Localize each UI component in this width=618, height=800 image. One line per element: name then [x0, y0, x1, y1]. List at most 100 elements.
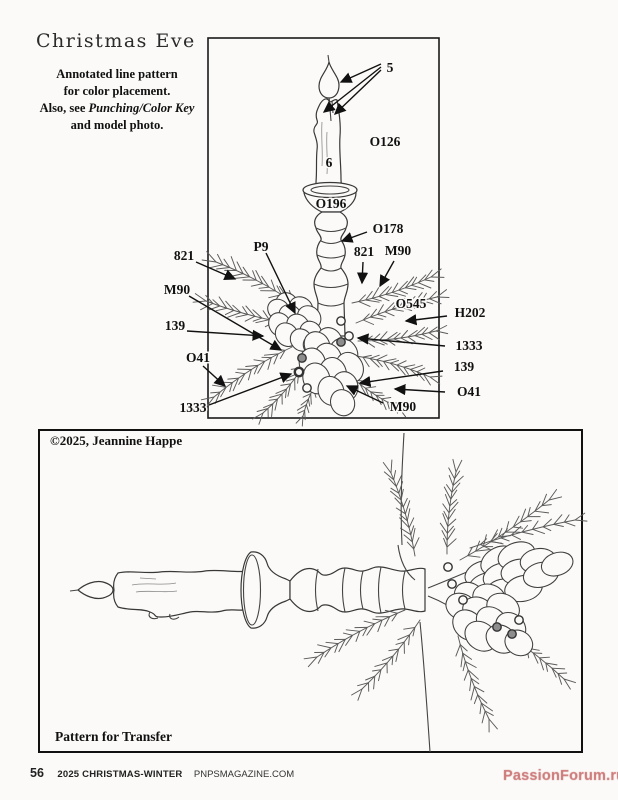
pine-needle	[384, 616, 391, 627]
pine-needle	[383, 471, 395, 481]
pine-needle	[363, 620, 376, 625]
pine-needle	[454, 470, 461, 480]
berry-icon	[492, 622, 502, 632]
pine-needle	[389, 362, 400, 372]
pine-needle	[455, 459, 463, 473]
pine-needle	[500, 528, 508, 539]
pine-needle	[305, 404, 310, 414]
pine-needle	[270, 279, 276, 292]
pine-needle	[235, 371, 246, 375]
pine-needle	[396, 364, 406, 376]
pine-needle	[444, 494, 451, 507]
pine-needle	[364, 387, 369, 396]
pine-needle	[449, 499, 458, 507]
pine-needle	[479, 702, 482, 715]
pine-needle	[443, 486, 452, 500]
pine-needle	[223, 258, 231, 268]
pine-needle	[541, 493, 547, 507]
pine-needle	[388, 478, 397, 487]
pine-needle	[398, 481, 404, 494]
pine-needle	[304, 409, 306, 421]
annotated-pattern-diagram: 5 O126 6 O196 O178 P9 821 M90 821 M90 13…	[162, 37, 487, 427]
pine-needle	[398, 407, 411, 411]
pine-needle	[490, 540, 504, 545]
pine-needle	[225, 300, 235, 311]
pine-needle	[447, 508, 456, 521]
pine-needle	[532, 652, 539, 664]
label-h202: H202	[455, 305, 486, 320]
pine-needle	[364, 386, 377, 389]
pine-needle	[548, 496, 563, 501]
pine-needle	[235, 314, 249, 318]
pine-needle	[256, 408, 269, 412]
pine-needle	[408, 634, 411, 646]
berry-icon	[344, 331, 354, 341]
pine-needle	[563, 678, 571, 690]
pine-needle	[385, 294, 399, 297]
pine-needle	[232, 304, 242, 313]
pine-needle	[428, 332, 440, 341]
pine-needle	[443, 510, 449, 521]
pine-needle	[362, 313, 370, 321]
pine-needle	[200, 396, 215, 401]
pine-needle	[374, 662, 388, 667]
pine-needle	[301, 415, 304, 427]
pine-needle	[280, 383, 292, 386]
pine-needle	[317, 651, 325, 664]
pine-needle	[355, 630, 361, 642]
pine-needle	[215, 307, 228, 312]
pine-needle	[553, 523, 564, 527]
pine-needle	[479, 544, 491, 550]
pine-needle	[459, 644, 468, 652]
pine-needle	[366, 623, 376, 636]
pine-needle	[395, 648, 400, 662]
arrow-5-drip-center	[333, 69, 382, 115]
pine-needle	[334, 643, 339, 653]
page-footer: 56 2025 CHRISTMAS-WINTER PNPSMAGAZINE.CO…	[30, 764, 294, 782]
pine-needle	[378, 669, 382, 682]
pine-needle	[382, 462, 392, 474]
label-139-left: 139	[165, 318, 186, 333]
pine-needle	[285, 388, 287, 399]
pine-needle	[377, 619, 383, 633]
pine-needle	[470, 686, 475, 701]
wax-texture	[321, 121, 328, 175]
pine-needle	[357, 688, 363, 701]
pine-needle	[551, 667, 566, 670]
pine-needle	[325, 641, 339, 645]
pine-needle	[439, 522, 448, 534]
label-6: 6	[326, 155, 333, 170]
berry-icon	[336, 337, 346, 347]
pine-needle	[268, 398, 278, 401]
pine-needle	[381, 397, 392, 400]
intro-line-3-italic: Punching/Color Key	[88, 101, 195, 115]
annotation-arrows	[186, 63, 448, 406]
pine-needle	[446, 528, 456, 541]
pine-needle	[484, 710, 494, 716]
pine-needle	[287, 383, 292, 397]
pine-needle	[394, 497, 404, 508]
cup-rim	[302, 181, 358, 199]
watermark: PassionForum.ru	[503, 768, 618, 784]
pine-needle	[521, 531, 534, 535]
pine-needle	[442, 503, 450, 514]
pine-needle	[448, 501, 459, 514]
pine-needle	[395, 473, 403, 487]
intro-line-3-prefix: Also, see	[39, 101, 89, 115]
pine-needle	[520, 520, 532, 523]
pine-needle	[421, 327, 429, 335]
label-o126: O126	[370, 134, 401, 149]
pine-needle	[397, 634, 411, 641]
pine-needle	[300, 398, 309, 406]
pine-needle	[407, 330, 418, 338]
pine-needle	[403, 366, 409, 375]
pine-needle	[563, 514, 570, 523]
pine-needle	[393, 470, 397, 481]
pine-needle	[416, 367, 426, 373]
pine-needle	[391, 308, 404, 312]
pine-needle	[424, 279, 435, 282]
pine-needle	[370, 391, 383, 394]
pine-needle	[411, 284, 425, 290]
pine-needle	[403, 364, 416, 368]
copyright-notice: ©2025, Jeannine Happe	[50, 433, 183, 448]
